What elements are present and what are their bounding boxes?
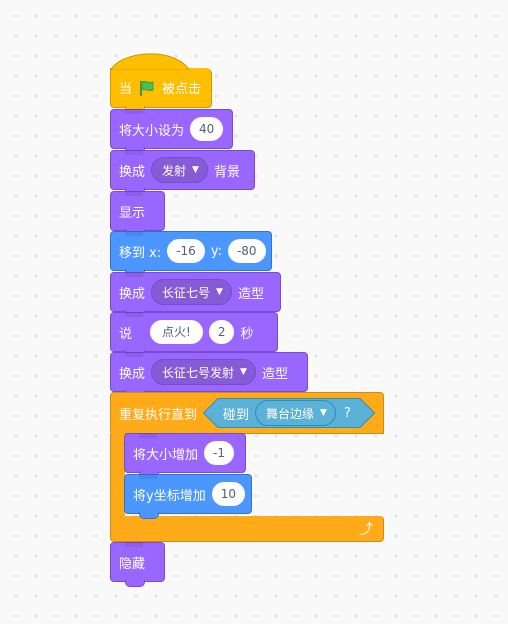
clicked-label: 被点击 — [162, 82, 202, 97]
block-notch — [125, 191, 143, 196]
block-connector — [139, 512, 159, 519]
size-input[interactable]: 40 — [190, 117, 224, 141]
block-notch — [125, 231, 143, 236]
touching-condition[interactable]: 碰到 舞台边缘 ▼ ? — [203, 398, 376, 428]
set-size-block[interactable]: 将大小设为 40 — [110, 109, 233, 154]
block-notch — [125, 150, 143, 155]
costume-option: 长征七号发射 — [162, 365, 235, 380]
show-block[interactable]: 显示 — [110, 191, 165, 236]
block-notch — [139, 474, 157, 479]
change-size-block[interactable]: 将大小增加 -1 — [124, 433, 246, 478]
touching-label: 碰到 — [223, 407, 250, 423]
when-label: 当 — [119, 82, 133, 97]
goto-xy-block[interactable]: 移到 x: -16 y: -80 — [110, 231, 272, 276]
switch-costume-block[interactable]: 换成 长征七号 ▼ 造型 — [110, 272, 281, 317]
block-notch — [125, 352, 143, 357]
touching-dropdown[interactable]: 舞台边缘 ▼ — [255, 400, 336, 426]
block-connector — [125, 580, 145, 587]
size-change-input[interactable]: -1 — [204, 441, 234, 465]
costume-dropdown[interactable]: 长征七号 ▼ — [151, 279, 232, 305]
change-y-label: 将y坐标增加 — [133, 488, 206, 504]
caret-down-icon: ▼ — [240, 367, 247, 377]
caret-down-icon: ▼ — [216, 287, 223, 297]
repeat-until-arm — [110, 433, 125, 517]
caret-down-icon: ▼ — [192, 165, 199, 175]
change-size-label: 将大小增加 — [133, 447, 199, 463]
say-label: 说 — [119, 326, 133, 342]
block-notch — [125, 312, 143, 317]
y-change-input[interactable]: 10 — [211, 482, 245, 506]
say-for-secs-block[interactable]: 说 点火! 2 秒 — [110, 312, 278, 357]
backdrop-dropdown[interactable]: 发射 ▼ — [151, 157, 208, 183]
goto-y-label: y: — [210, 243, 222, 259]
backdrop-option: 发射 — [162, 163, 187, 178]
when-flag-clicked-block[interactable]: 当 被点击 — [110, 53, 212, 113]
hide-block[interactable]: 隐藏 — [110, 542, 165, 587]
repeat-until-header: 重复执行直到 碰到 舞台边缘 ▼ ? — [110, 392, 384, 434]
goto-x-label: 移到 x: — [119, 245, 162, 261]
green-flag-icon — [138, 79, 156, 97]
repeat-until-block[interactable]: 重复执行直到 碰到 舞台边缘 ▼ ? ⤴ — [110, 392, 384, 542]
seconds-input[interactable]: 2 — [208, 320, 235, 344]
message-input[interactable]: 点火! — [150, 320, 203, 344]
block-notch — [125, 109, 143, 114]
repeat-until-footer: ⤴ — [110, 516, 384, 542]
block-notch — [139, 433, 157, 438]
repeat-until-label: 重复执行直到 — [119, 407, 198, 423]
switch-label: 换成 — [119, 286, 146, 302]
costume-label: 造型 — [261, 366, 288, 382]
x-input[interactable]: -16 — [167, 239, 205, 263]
seconds-label: 秒 — [240, 326, 254, 342]
costume-option: 长征七号 — [162, 285, 211, 300]
y-input[interactable]: -80 — [227, 239, 266, 263]
block-notch — [125, 542, 143, 547]
switch-label: 换成 — [119, 164, 146, 180]
switch-costume-block[interactable]: 换成 长征七号发射 ▼ 造型 — [110, 352, 308, 397]
backdrop-label: 背景 — [213, 164, 240, 180]
touching-option: 舞台边缘 — [266, 406, 315, 421]
block-notch — [125, 272, 143, 277]
costume-dropdown[interactable]: 长征七号发射 ▼ — [151, 359, 256, 385]
loop-arrow-icon: ⤴ — [359, 521, 373, 538]
hat-curve — [110, 53, 189, 70]
set-size-label: 将大小设为 — [119, 123, 185, 139]
change-y-block[interactable]: 将y坐标增加 10 — [124, 474, 252, 519]
hide-label: 隐藏 — [119, 556, 146, 572]
caret-down-icon: ▼ — [320, 408, 327, 418]
switch-backdrop-block[interactable]: 换成 发射 ▼ 背景 — [110, 150, 255, 195]
switch-label: 换成 — [119, 366, 146, 382]
show-label: 显示 — [119, 205, 146, 221]
question-mark: ? — [343, 405, 351, 421]
costume-label: 造型 — [237, 286, 264, 302]
